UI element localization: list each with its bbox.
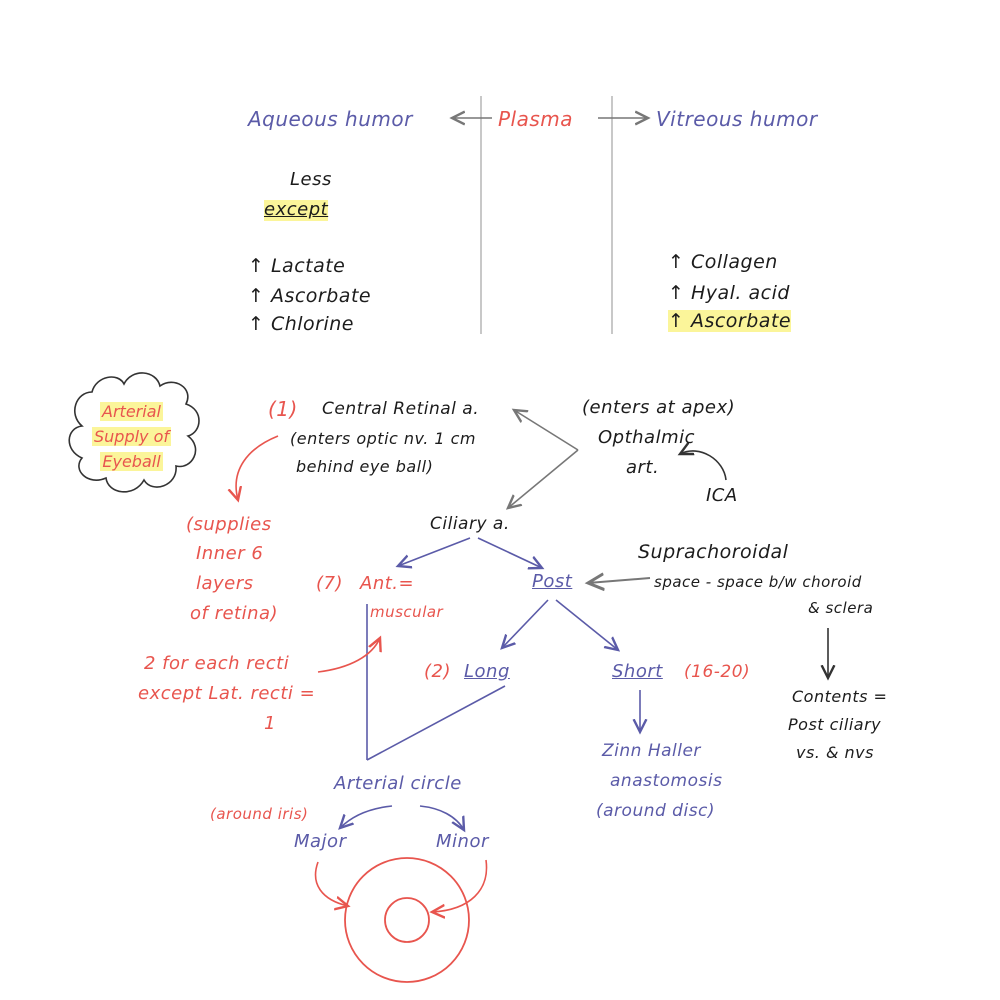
short-label: Short: [612, 661, 663, 682]
contents-line: vs. & nvs: [796, 743, 874, 762]
arrow-supra-to-post: [588, 578, 651, 583]
long-label: Long: [464, 661, 510, 682]
supplies-line: (supplies: [186, 514, 272, 535]
arrow-ciliary-to-ant: [398, 537, 471, 566]
recti-note: 2 for each recti: [144, 653, 290, 674]
arrow-central-to-supplies: [236, 435, 279, 500]
contents-line: Contents =: [792, 687, 888, 706]
aqueous-item: ↑ Lactate: [248, 255, 346, 277]
iris-inner-ring: [384, 897, 430, 943]
zinn-line: anastomosis: [610, 771, 723, 791]
vitreous-humor-header: Vitreous humor: [656, 107, 818, 131]
central-retinal-label: Central Retinal a.: [322, 399, 480, 419]
arrow-ophthalmic-to-central: [514, 410, 579, 451]
central-retinal-note: (enters optic nv. 1 cm: [290, 429, 477, 448]
cloud-outline: [68, 372, 200, 493]
muscular-label: muscular: [370, 603, 444, 621]
cloud-line: Supply of: [91, 426, 172, 446]
line-long-to-circle: [366, 685, 506, 761]
short-count: (16-20): [684, 662, 751, 682]
zinn-line: Zinn Haller: [602, 741, 701, 761]
arrow-major-to-outer: [314, 861, 348, 906]
ophthalmic-note: (enters at apex): [582, 397, 736, 418]
less-label: Less: [290, 169, 332, 190]
around-iris-label: (around iris): [210, 805, 309, 823]
arrow-minor-to-inner: [432, 859, 488, 912]
aqueous-item: ↑ Chlorine: [248, 313, 354, 335]
contents-line: Post ciliary: [788, 715, 882, 734]
suprachoroidal-def: space - space b/w choroid: [654, 573, 862, 591]
cloud-line: Arterial: [100, 402, 163, 421]
ica-label: ICA: [706, 485, 738, 506]
arrow-post-to-short: [555, 599, 618, 650]
suprachoroidal-def: & sclera: [808, 599, 874, 617]
aqueous-item: ↑ Ascorbate: [248, 285, 372, 307]
arrow-circle-to-minor: [419, 805, 464, 830]
ciliary-artery-label: Ciliary a.: [430, 514, 510, 534]
plasma-header: Plasma: [498, 107, 574, 131]
central-retinal-number: (1): [268, 397, 298, 421]
recti-note: 1: [264, 713, 276, 734]
arrow-ica-to-ophthalmic: [680, 451, 727, 481]
supplies-line: of retina): [190, 603, 279, 624]
ophthalmic-label: Opthalmic: [598, 427, 696, 448]
arrow-ophthalmic-to-ciliary: [508, 449, 579, 508]
recti-note: except Lat. recti =: [138, 683, 316, 704]
major-circle-label: Major: [294, 831, 347, 852]
minor-circle-label: Minor: [436, 831, 489, 852]
vitreous-item: ↑ Hyal. acid: [668, 282, 790, 304]
cloud-title: Arterial Supply of Eyeball: [79, 400, 184, 474]
supplies-line: layers: [196, 573, 254, 594]
ophthalmic-art-label: art.: [626, 457, 660, 478]
arrow-recti-to-muscular: [317, 638, 380, 673]
ant-label: Ant.=: [360, 573, 415, 595]
ant-equals: =: [398, 573, 415, 594]
arrow-circle-to-major: [340, 805, 393, 828]
vitreous-item: ↑ Ascorbate: [668, 310, 792, 333]
except-label: except: [264, 199, 329, 221]
iris-outer-ring: [344, 857, 470, 983]
cloud-line: Eyeball: [100, 451, 163, 471]
central-retinal-note: behind eye ball): [296, 457, 434, 476]
long-number: (2): [424, 661, 451, 682]
zinn-line: (around disc): [596, 801, 716, 821]
arterial-circle-label: Arterial circle: [334, 773, 462, 794]
ant-number: (7): [316, 573, 343, 594]
arrow-post-to-long: [502, 599, 549, 648]
vitreous-item: ↑ Collagen: [668, 251, 778, 273]
suprachoroidal-title: Suprachoroidal: [638, 541, 789, 563]
ant-text: Ant.: [360, 573, 399, 594]
vitreous-item-highlight: ↑ Ascorbate: [668, 310, 792, 332]
post-label: Post: [532, 571, 573, 592]
arrow-ciliary-to-post: [477, 537, 542, 568]
supplies-line: Inner 6: [196, 543, 264, 564]
aqueous-humor-header: Aqueous humor: [248, 107, 413, 131]
